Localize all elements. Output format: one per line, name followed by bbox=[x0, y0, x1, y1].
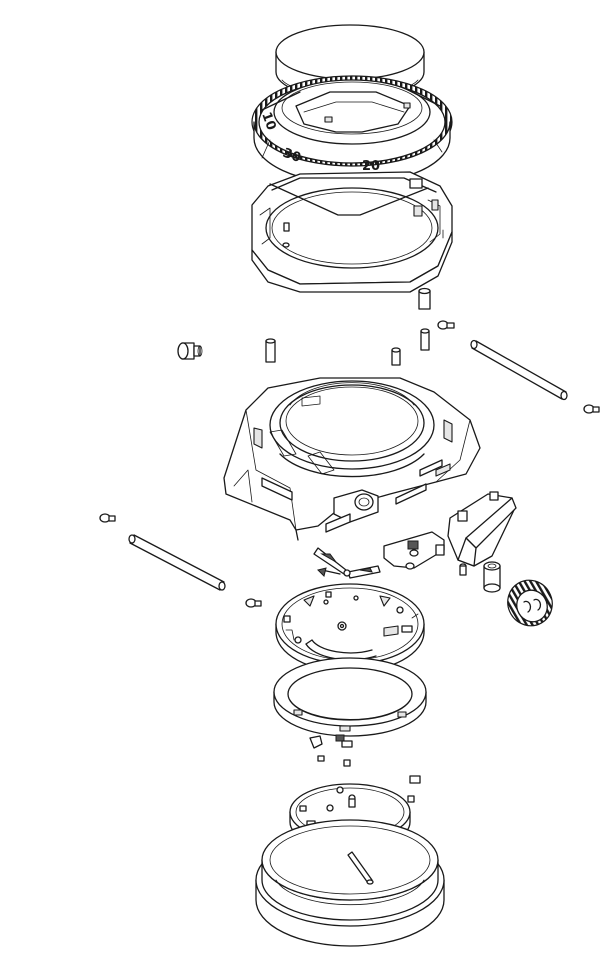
screw-right bbox=[583, 404, 600, 414]
movement-screws bbox=[309, 734, 421, 784]
spring-bar-right bbox=[470, 339, 568, 401]
watch-hands bbox=[313, 547, 381, 579]
screw-left bbox=[99, 513, 116, 523]
bezel-marking-20: 20 bbox=[362, 159, 380, 174]
crown bbox=[507, 579, 553, 627]
main-case bbox=[223, 377, 481, 541]
crown-tube-left bbox=[177, 342, 203, 360]
bezel-ring: 10 20 30 bbox=[251, 75, 453, 185]
spring-bar-left bbox=[128, 534, 226, 591]
bezel-marking-10: 10 bbox=[258, 110, 278, 132]
small-pin bbox=[459, 563, 467, 576]
spacer-ring bbox=[273, 657, 427, 737]
screw-top-right bbox=[437, 320, 455, 330]
case-pins bbox=[265, 287, 431, 366]
case-top-frame bbox=[251, 171, 453, 293]
case-back bbox=[255, 819, 445, 947]
crown-tube bbox=[483, 561, 501, 593]
screw-center-left bbox=[245, 598, 262, 608]
crown-guard-lever bbox=[383, 491, 517, 570]
bezel-marking-30: 30 bbox=[281, 146, 303, 166]
